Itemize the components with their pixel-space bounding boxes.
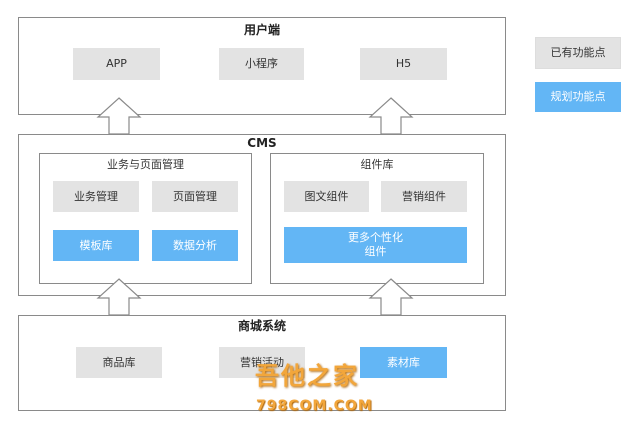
marketing-component-box: 营销组件 xyxy=(381,181,467,212)
watermark-brand: 吾他之家 xyxy=(255,362,359,390)
client-app-box: APP xyxy=(73,48,160,80)
rich-text-component-box: 图文组件 xyxy=(284,181,369,212)
data-analysis-box: 数据分析 xyxy=(152,230,238,261)
arrow-cms-to-client-right xyxy=(368,97,414,135)
arrow-mall-to-cms-left xyxy=(96,278,142,316)
client-layer-title: 用户端 xyxy=(243,23,280,37)
arrow-mall-to-cms-right xyxy=(368,278,414,316)
legend-planned-feature: 规划功能点 xyxy=(535,82,621,112)
template-library-box: 模板库 xyxy=(53,230,139,261)
cms-layer-title: CMS xyxy=(247,136,277,150)
watermark-site: 798COM.COM xyxy=(256,398,373,414)
client-h5-box: H5 xyxy=(360,48,447,80)
business-management-box: 业务管理 xyxy=(53,181,139,212)
component-group-panel: 组件库 xyxy=(270,153,484,284)
mall-layer-title: 商城系统 xyxy=(237,319,286,333)
business-group-title: 业务与页面管理 xyxy=(107,158,184,171)
business-group-panel: 业务与页面管理 xyxy=(39,153,252,284)
personalized-component-line1: 更多个性化 xyxy=(348,231,403,244)
page-management-box: 页面管理 xyxy=(152,181,238,212)
product-library-box: 商品库 xyxy=(76,347,162,378)
client-miniprogram-box: 小程序 xyxy=(219,48,304,80)
personalized-component-box: 更多个性化 组件 xyxy=(284,227,467,263)
marketing-activity-box: 营销活动 xyxy=(219,347,305,378)
legend-existing-feature: 已有功能点 xyxy=(535,37,621,69)
component-group-title: 组件库 xyxy=(360,158,394,171)
personalized-component-line2: 组件 xyxy=(364,245,387,258)
arrow-cms-to-client-left xyxy=(96,97,142,135)
material-library-box: 素材库 xyxy=(360,347,447,378)
